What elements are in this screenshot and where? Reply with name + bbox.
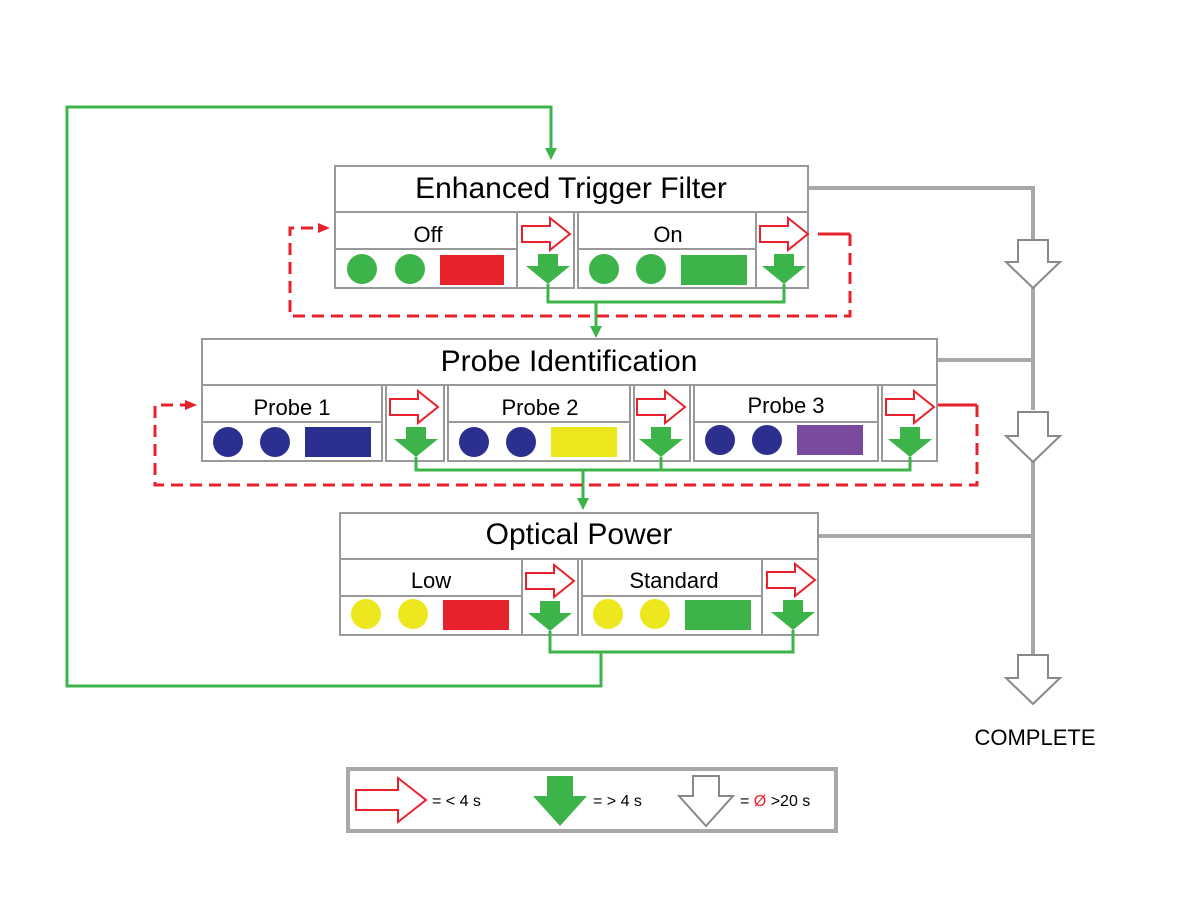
null-symbol: Ø: [754, 793, 766, 810]
stage-title-box: [201, 338, 938, 386]
transition-cell: [521, 558, 579, 636]
green-loop-connector: [65, 105, 603, 688]
option-low[interactable]: Low: [339, 558, 523, 636]
indicator-dot: [459, 427, 489, 457]
transition-cell: [881, 384, 938, 462]
transition-cell: [633, 384, 691, 462]
complete-path: COMPLETE: [808, 186, 1096, 750]
stage-title: Optical Power: [486, 518, 673, 551]
option-label: Probe 1: [253, 395, 330, 420]
option-label: Probe 3: [747, 393, 824, 418]
option-label: Low: [411, 568, 451, 593]
option-standard[interactable]: Standard: [581, 558, 763, 636]
option-probe-1[interactable]: Probe 1: [201, 384, 383, 462]
indicator-dot: [395, 254, 425, 284]
option-probe-3[interactable]: Probe 3: [693, 384, 879, 462]
red-outline-right-arrow-icon: [521, 215, 572, 253]
indicator-dot: [593, 599, 623, 629]
indicator-dot: [351, 599, 381, 629]
green-down-arrow-icon: [394, 427, 438, 457]
green-down-arrow-icon: [528, 601, 572, 631]
indicator-dot: [398, 599, 428, 629]
legend-box: [346, 767, 838, 833]
stage-probe-identification: Probe Identification Probe 1 Probe 2: [153, 338, 979, 510]
option-label: Probe 2: [501, 395, 578, 420]
stage-title: Enhanced Trigger Filter: [415, 172, 727, 205]
green-down-arrow-icon: [639, 427, 683, 457]
transition-cell: [761, 558, 819, 636]
green-down-arrow-icon: [526, 254, 570, 284]
option-label: Off: [414, 222, 444, 247]
red-outline-right-arrow-icon: [355, 775, 428, 825]
green-down-arrow-icon: [888, 427, 932, 457]
indicator-bar: [797, 425, 863, 455]
green-down-arrow-icon: [771, 600, 815, 630]
indicator-dot: [213, 427, 243, 457]
transition-cell: [755, 211, 810, 289]
indicator-bar: [685, 600, 751, 630]
legend: = < 4 s = > 4 s = Ø >20 s: [346, 767, 838, 833]
red-outline-right-arrow-icon: [766, 561, 817, 599]
complete-label: COMPLETE: [974, 725, 1095, 750]
red-outline-right-arrow-icon: [389, 388, 440, 426]
option-probe-2[interactable]: Probe 2: [447, 384, 631, 462]
gray-outline-down-arrow-icon: [1003, 239, 1063, 290]
option-label: Standard: [629, 568, 718, 593]
gray-outline-down-arrow-icon: [1003, 654, 1063, 706]
indicator-dot: [506, 427, 536, 457]
indicator-bar: [443, 600, 509, 630]
gray-outline-down-arrow-icon: [1003, 411, 1063, 464]
transition-cell: [516, 211, 575, 289]
stage-optical-power: Optical Power Low Standard: [339, 512, 819, 654]
option-on[interactable]: On: [577, 211, 757, 289]
indicator-bar: [440, 255, 504, 285]
gray-connector-stage-1: [808, 186, 1035, 240]
indicator-dot: [347, 254, 377, 284]
red-outline-right-arrow-icon: [759, 215, 810, 253]
legend-gray-suffix: >20 s: [766, 793, 810, 810]
legend-gray-prefix: =: [740, 793, 754, 810]
transition-cell: [385, 384, 445, 462]
indicator-bar: [681, 255, 747, 285]
stage-enhanced-trigger-filter: Enhanced Trigger Filter Off On: [288, 165, 852, 338]
green-down-arrow-icon: [762, 254, 806, 284]
indicator-bar: [551, 427, 617, 457]
gray-outline-down-arrow-icon: [676, 775, 736, 828]
stage-title: Probe Identification: [441, 345, 698, 378]
red-outline-right-arrow-icon: [525, 562, 576, 600]
legend-gray-text: = Ø >20 s: [740, 793, 810, 810]
indicator-dot: [636, 254, 666, 284]
legend-green-text: = > 4 s: [593, 793, 642, 810]
indicator-dot: [640, 599, 670, 629]
indicator-dot: [589, 254, 619, 284]
legend-red-text: = < 4 s: [432, 793, 481, 810]
indicator-dot: [260, 427, 290, 457]
option-label: On: [653, 222, 682, 247]
option-off[interactable]: Off: [334, 211, 518, 289]
green-down-arrow-icon: [533, 776, 587, 826]
indicator-dot: [705, 425, 735, 455]
red-outline-right-arrow-icon: [636, 388, 687, 426]
red-outline-right-arrow-icon: [885, 388, 936, 426]
indicator-dot: [752, 425, 782, 455]
indicator-bar: [305, 427, 371, 457]
